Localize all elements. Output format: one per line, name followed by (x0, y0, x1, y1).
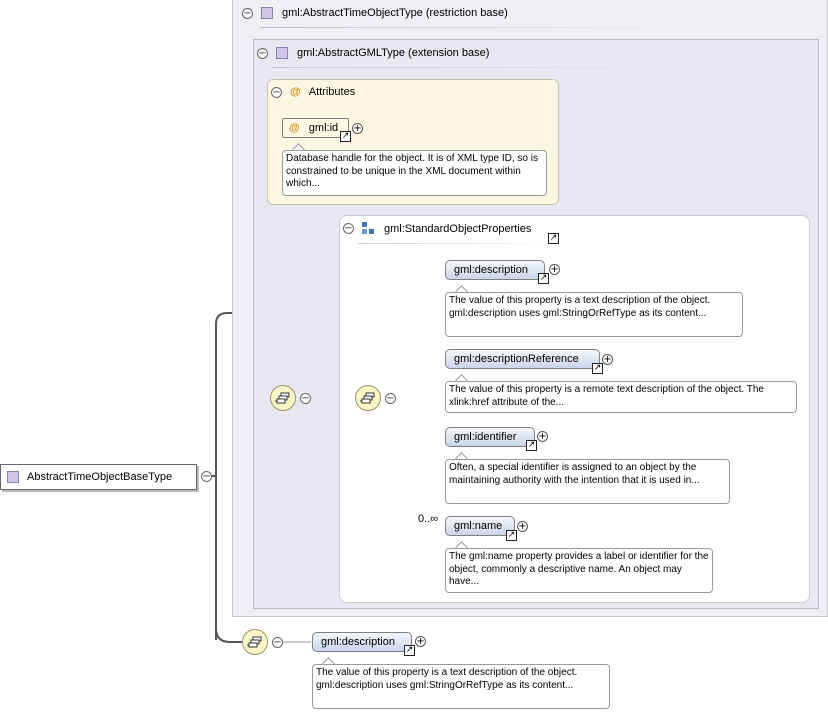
link-arrow-icon[interactable]: ↗ (340, 131, 351, 142)
link-arrow-icon[interactable]: ↗ (404, 645, 415, 656)
extension-title: gml:AbstractGMLType (extension base) (297, 47, 490, 59)
link-arrow-icon[interactable]: ↗ (592, 363, 603, 374)
attributes-collapse-toggle[interactable]: − (271, 86, 282, 98)
element-documentation: Often, a special identifier is assigned … (445, 459, 730, 504)
sequence-collapse-toggle[interactable]: − (385, 393, 396, 404)
element-documentation: The value of this property is a text des… (445, 292, 743, 337)
expand-plus-icon[interactable]: + (415, 636, 426, 647)
sequence-compositor-icon[interactable] (242, 629, 268, 655)
cardinality-label: 0..∞ (418, 513, 439, 525)
restriction-header-underline (260, 27, 710, 28)
root-type-box[interactable]: AbstractTimeObjectBaseType (0, 464, 197, 490)
expand-plus-icon[interactable]: + (602, 354, 613, 365)
complex-type-icon (7, 471, 19, 483)
extension-collapse-toggle[interactable]: − (257, 47, 268, 59)
sequence-collapse-toggle[interactable]: − (272, 637, 283, 648)
link-arrow-icon[interactable]: ↗ (506, 530, 517, 541)
element-documentation: The value of this property is a remote t… (445, 381, 797, 413)
complex-type-icon (261, 7, 273, 19)
restriction-title: gml:AbstractTimeObjectType (restriction … (282, 7, 508, 19)
group-title: gml:StandardObjectProperties (384, 222, 532, 235)
extension-header-underline (272, 67, 692, 68)
sequence-compositor-icon[interactable] (270, 385, 296, 411)
sequence-compositor-icon[interactable] (355, 385, 381, 411)
expand-plus-icon[interactable]: + (352, 123, 363, 134)
expand-plus-icon[interactable]: + (537, 431, 548, 442)
complex-type-icon (276, 47, 288, 59)
attribute-label: gml:id (308, 122, 339, 134)
element-documentation: The gml:name property provides a label o… (445, 548, 713, 593)
element-gml-description-bottom[interactable]: gml:description (312, 632, 412, 652)
element-gml-identifier[interactable]: gml:identifier (445, 427, 535, 447)
group-header-underline (358, 243, 558, 244)
sequence-collapse-toggle[interactable]: − (300, 393, 311, 404)
expand-plus-icon[interactable]: + (517, 521, 528, 532)
element-documentation: The value of this property is a text des… (312, 664, 610, 709)
attributes-header: − @ Attributes (271, 86, 355, 98)
element-gml-name[interactable]: gml:name (445, 516, 515, 536)
root-collapse-toggle[interactable]: − (201, 471, 212, 482)
attributes-title: Attributes (308, 86, 356, 98)
root-type-label: AbstractTimeObjectBaseType (27, 471, 173, 483)
element-gml-description-reference[interactable]: gml:descriptionReference (445, 349, 600, 369)
group-collapse-toggle[interactable]: − (343, 223, 354, 234)
link-arrow-icon[interactable]: ↗ (538, 273, 549, 284)
attribute-icon: @ (290, 86, 301, 98)
sequence-icon (275, 392, 290, 404)
standard-group-header: − gml:StandardObjectProperties (343, 222, 531, 235)
extension-header: − gml:AbstractGMLType (extension base) (257, 47, 489, 59)
attribute-documentation: Database handle for the object. It is of… (282, 150, 547, 196)
attribute-gml-id[interactable]: @ gml:id (282, 118, 349, 138)
link-arrow-icon[interactable]: ↗ (526, 440, 537, 451)
sequence-icon (360, 392, 375, 404)
restriction-collapse-toggle[interactable]: − (242, 7, 253, 19)
attribute-icon: @ (289, 122, 300, 134)
sequence-icon (247, 636, 262, 648)
expand-plus-icon[interactable]: + (549, 264, 560, 275)
restriction-header: − gml:AbstractTimeObjectType (restrictio… (242, 7, 508, 19)
element-gml-description[interactable]: gml:description (445, 260, 545, 280)
group-icon (362, 222, 374, 234)
